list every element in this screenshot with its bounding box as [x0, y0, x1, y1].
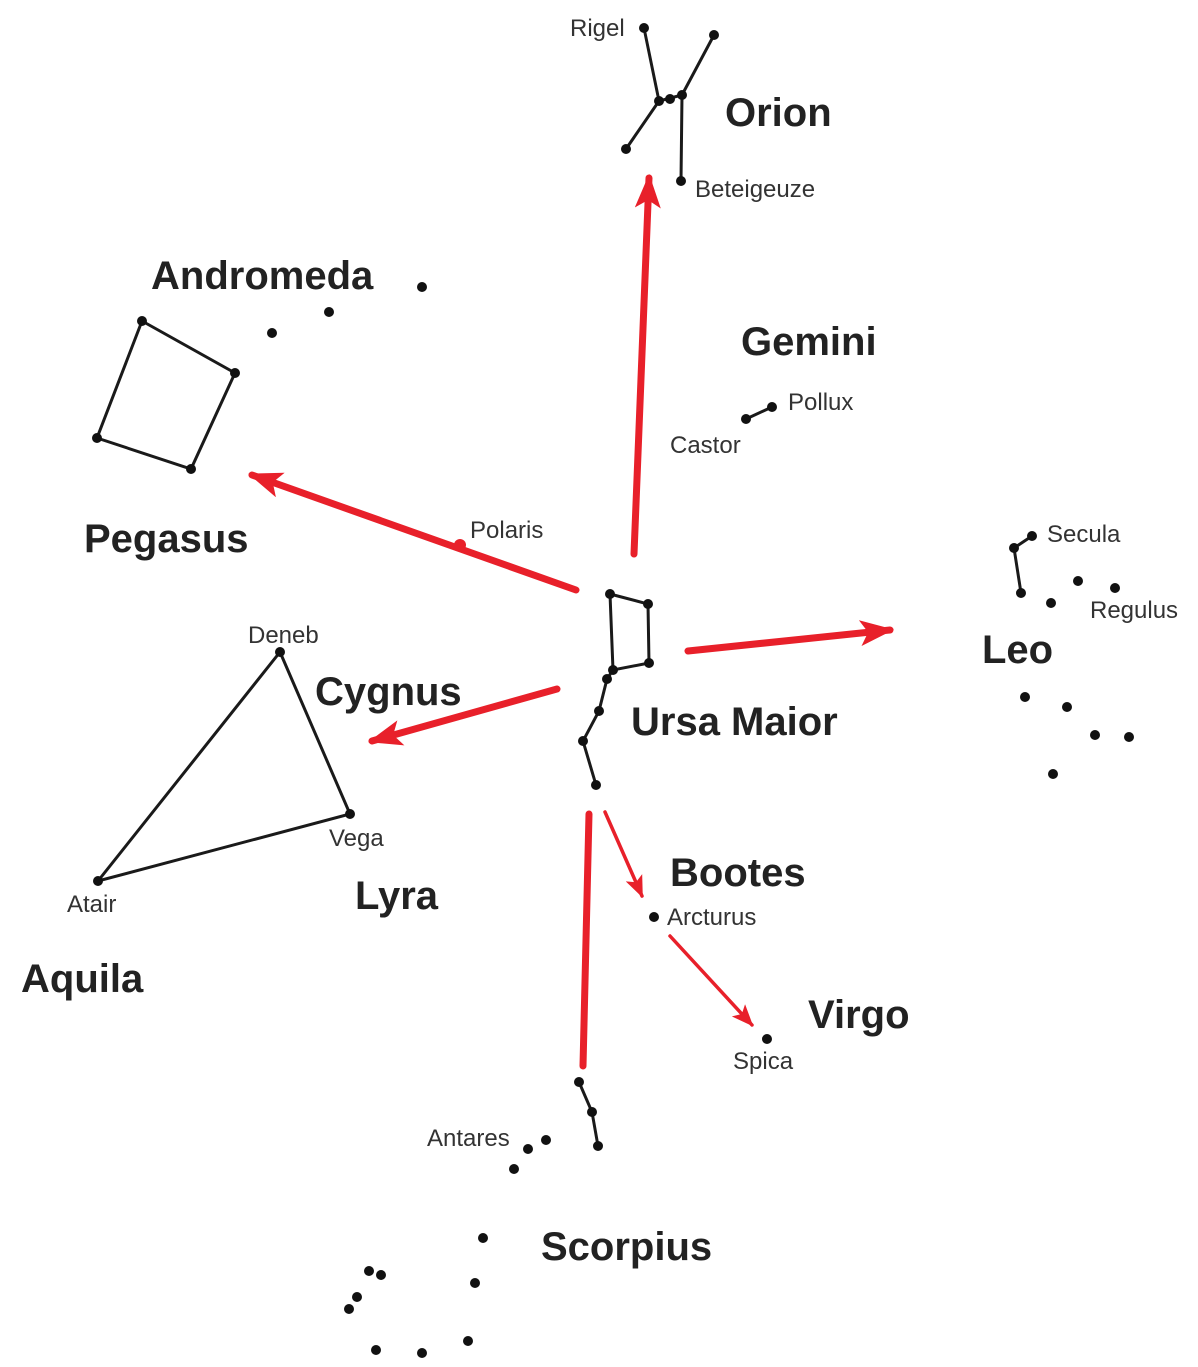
star-scorpius — [344, 1304, 354, 1314]
label-ursa-maior: Ursa Maior — [631, 700, 838, 744]
star-scorpius — [593, 1141, 603, 1151]
star-pollux — [767, 402, 777, 412]
star-secula — [1027, 531, 1037, 541]
arrow-to-leo — [684, 620, 894, 655]
label-secula: Secula — [1047, 521, 1121, 548]
star-orion-belt — [677, 90, 687, 100]
label-regulus: Regulus — [1090, 597, 1178, 624]
star-polaris — [454, 539, 466, 551]
star-castor — [741, 414, 751, 424]
star-pegasus — [137, 316, 147, 326]
star-ursa-maior — [643, 599, 653, 609]
arrow-to-scorpius — [579, 810, 593, 1070]
star-scorpius — [364, 1266, 374, 1276]
star-orion-belt — [665, 94, 675, 104]
star-pegasus — [186, 464, 196, 474]
pegasus-square — [95, 318, 237, 471]
star-scorpius — [541, 1135, 551, 1145]
star-leo — [1016, 588, 1026, 598]
arrow-to-arcturus — [603, 810, 644, 898]
star-scorpius — [587, 1107, 597, 1117]
label-polaris: Polaris — [470, 517, 543, 544]
label-andromeda: Andromeda — [151, 254, 374, 298]
label-gemini: Gemini — [741, 320, 877, 364]
label-cygnus: Cygnus — [315, 670, 462, 714]
star-scorpius — [376, 1270, 386, 1280]
star-pegasus — [230, 368, 240, 378]
label-scorpius: Scorpius — [541, 1225, 712, 1269]
label-virgo: Virgo — [808, 993, 910, 1037]
star-orion-top-right — [709, 30, 719, 40]
label-antares: Antares — [427, 1125, 510, 1152]
star-andromeda — [417, 282, 427, 292]
star-scorpius — [371, 1345, 381, 1355]
star-vega — [345, 809, 355, 819]
star-leo — [1073, 576, 1083, 586]
arrow-to-cygnus — [368, 685, 561, 746]
orion-lines — [624, 26, 716, 183]
arrow-to-spica — [668, 934, 754, 1027]
label-aquila: Aquila — [21, 957, 144, 1001]
arrow-to-orion — [630, 174, 661, 558]
star-deneb — [275, 647, 285, 657]
star-scorpius — [574, 1077, 584, 1087]
label-leo: Leo — [982, 628, 1053, 672]
star-ursa-maior — [578, 736, 588, 746]
label-deneb: Deneb — [248, 622, 319, 649]
star-leo — [1062, 702, 1072, 712]
star-scorpius — [470, 1278, 480, 1288]
star-leo — [1124, 732, 1134, 742]
star-orion-left — [621, 144, 631, 154]
star-rigel — [639, 23, 649, 33]
star-pegasus — [92, 433, 102, 443]
label-castor: Castor — [670, 432, 741, 459]
label-pegasus: Pegasus — [84, 517, 249, 561]
star-leo — [1090, 730, 1100, 740]
label-rigel: Rigel — [570, 15, 625, 42]
star-regulus — [1110, 583, 1120, 593]
label-vega: Vega — [329, 825, 384, 852]
star-scorpius — [417, 1348, 427, 1358]
star-ursa-maior — [608, 665, 618, 675]
star-leo — [1009, 543, 1019, 553]
star-atair — [93, 876, 103, 886]
label-spica: Spica — [733, 1048, 794, 1075]
label-beteigeuze: Beteigeuze — [695, 176, 815, 203]
star-andromeda — [324, 307, 334, 317]
star-ursa-maior — [602, 674, 612, 684]
ursa-maior-lines — [581, 592, 651, 787]
star-scorpius — [478, 1233, 488, 1243]
star-orion-belt — [654, 96, 664, 106]
star-scorpius — [509, 1164, 519, 1174]
star-antares — [523, 1144, 533, 1154]
star-scorpius — [352, 1292, 362, 1302]
label-pollux: Pollux — [788, 389, 853, 416]
star-ursa-maior — [594, 706, 604, 716]
label-orion: Orion — [725, 91, 832, 135]
star-ursa-maior — [605, 589, 615, 599]
star-ursa-maior — [591, 780, 601, 790]
star-ursa-maior — [644, 658, 654, 668]
star-beteigeuze — [676, 176, 686, 186]
star-spica — [762, 1034, 772, 1044]
star-leo — [1046, 598, 1056, 608]
star-leo — [1020, 692, 1030, 702]
arrow-to-pegasus — [248, 471, 580, 594]
label-bootes: Bootes — [670, 851, 806, 895]
star-scorpius — [463, 1336, 473, 1346]
label-arcturus: Arcturus — [667, 904, 756, 931]
summer-triangle — [94, 649, 353, 884]
star-arcturus — [649, 912, 659, 922]
label-lyra: Lyra — [355, 874, 439, 918]
label-atair: Atair — [67, 891, 116, 918]
star-andromeda — [267, 328, 277, 338]
star-leo — [1048, 769, 1058, 779]
